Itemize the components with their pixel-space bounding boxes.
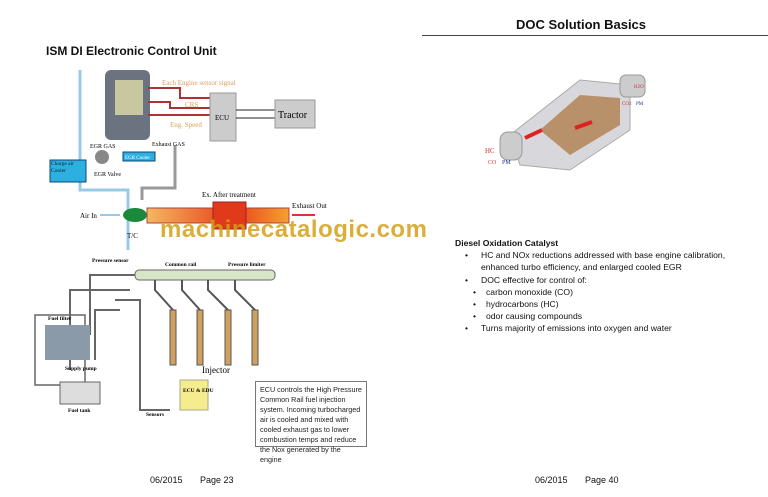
egr-valve-icon — [95, 150, 109, 164]
label-exhaust-gas: Exhaust GAS — [152, 142, 185, 148]
ecu-edu-box — [179, 379, 209, 411]
sub-bullet: odor causing compounds — [455, 310, 745, 322]
label-after-treatment: Ex. After treatment — [202, 191, 256, 199]
bullet: DOC effective for control of: — [455, 274, 745, 286]
label-ecu: ECU — [215, 114, 229, 122]
label-egr-cooler: EGR Cooler — [125, 156, 150, 161]
label-air-in: Air In — [80, 212, 97, 220]
title-divider — [422, 35, 768, 36]
common-rail — [134, 269, 276, 281]
bullet: HC and NOx reductions addressed with bas… — [455, 249, 745, 273]
label-common-rail: Common rail — [165, 262, 197, 268]
catalyst-image: HC CO PM H2O CO2 PM — [485, 74, 646, 171]
tractor-box — [274, 99, 316, 129]
label-h2o: H2O — [634, 85, 644, 90]
label-egr-valve: EGR Valve — [94, 172, 121, 178]
right-footer-date: 06/2015 — [535, 475, 568, 485]
left-footer-page: Page 23 — [200, 475, 234, 485]
label-crs: CRS — [185, 101, 198, 109]
bullet: Turns majority of emissions into oxygen … — [455, 322, 745, 334]
label-charge-air-cooler: Charge air Cooler — [51, 161, 74, 174]
doc-heading: Diesel Oxidation Catalyst — [455, 238, 559, 248]
label-pm-in: PM — [502, 160, 511, 166]
watermark: machinecatalogic.com — [160, 216, 428, 243]
label-tractor: Tractor — [278, 110, 308, 121]
label-injector: Injector — [202, 365, 230, 375]
label-exhaust-out: Exhaust Out — [292, 202, 327, 210]
label-egr-gas: EGR GAS — [90, 144, 116, 150]
sub-bullet: hydrocarbons (HC) — [455, 298, 745, 310]
label-eng-speed: Eng. Speed — [170, 121, 202, 129]
right-footer-page: Page 40 — [585, 475, 619, 485]
ecu-system-diagram: Each Engine sensor signal CRS Eng. Speed… — [49, 70, 327, 250]
label-sensors: Sensors — [146, 412, 164, 418]
label-pm: PM — [636, 102, 644, 107]
left-page-title: ISM DI Electronic Control Unit — [46, 44, 217, 58]
label-co: CO — [488, 160, 497, 166]
label-ecu-edu: ECU & EDU — [183, 388, 214, 394]
label-sensor-signal: Each Engine sensor signal — [162, 79, 236, 87]
label-hc: HC — [485, 147, 495, 155]
left-footer-date: 06/2015 — [150, 475, 183, 485]
label-supply-pump: Supply pump — [65, 366, 97, 372]
turbocharger-icon — [123, 208, 147, 222]
label-fuel-tank: Fuel tank — [68, 408, 91, 414]
label-pressure-sensor: Pressure sensor — [92, 258, 129, 264]
doc-text: Diesel Oxidation Catalyst HC and NOx red… — [455, 237, 745, 335]
right-page-title: DOC Solution Basics — [516, 17, 647, 32]
label-co2: CO2 — [622, 102, 632, 107]
label-pressure-limiter: Pressure limiter — [228, 262, 266, 268]
charge-air-cooler — [49, 159, 87, 183]
label-tc: T/C — [127, 232, 138, 240]
supply-pump — [45, 325, 90, 360]
sub-bullet: carbon monoxide (CO) — [455, 286, 745, 298]
common-rail-diagram: ECU & EDU Pressure sensor Common rail Pr… — [34, 258, 276, 418]
ecu-box — [209, 92, 237, 142]
caption-box: ECU controls the High Pressure Common Ra… — [255, 381, 367, 464]
fuel-tank — [59, 381, 101, 405]
label-fuel-filter: Fuel filter — [48, 316, 72, 322]
